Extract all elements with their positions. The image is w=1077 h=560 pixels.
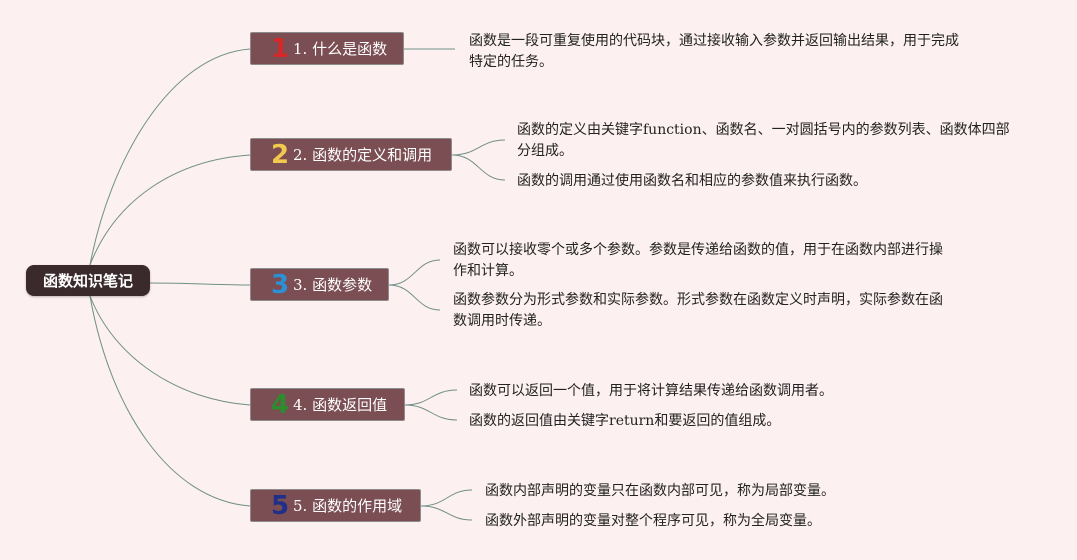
root-to-topic-4-link: [89, 295, 251, 406]
topic-node-2[interactable]: 2 2. 函数的定义和调用: [250, 138, 452, 171]
topic-3-to-note-1-link: [388, 259, 441, 286]
root-to-topic-2-link: [89, 154, 251, 266]
topic-label-5: 5. 函数的作用域: [293, 497, 403, 515]
note-3-1: 函数可以接收零个或多个参数。参数是传递给函数的值，用于在函数内部进行操作和计算。: [453, 242, 943, 279]
note-5-1: 函数内部声明的变量只在函数内部可见，称为局部变量。: [485, 483, 835, 499]
number-badge-2: 2: [270, 139, 290, 170]
topic-4-to-note-1-link: [404, 389, 458, 406]
topic-3-to-note-2-link: [388, 284, 441, 311]
root-to-topic-5-link: [89, 295, 251, 507]
topic-2-to-note-2-link: [451, 154, 506, 181]
topic-5-to-note-1-link: [420, 489, 473, 507]
topic-node-1[interactable]: 1 1. 什么是函数: [250, 32, 404, 65]
note-3-2: 函数参数分为形式参数和实际参数。形式参数在函数定义时声明，实际参数在函数调用时传…: [453, 292, 943, 329]
topic-node-3[interactable]: 3 3. 函数参数: [250, 268, 389, 301]
topic-label-2: 2. 函数的定义和调用: [293, 146, 433, 164]
note-1-1: 函数是一段可重复使用的代码块，通过接收输入参数并返回输出结果，用于完成特定的任务…: [469, 33, 959, 70]
number-badge-4: 4: [270, 389, 290, 420]
note-4-2: 函数的返回值由关键字return和要返回的值组成。: [469, 413, 781, 429]
root-node[interactable]: 函数知识笔记: [26, 265, 150, 296]
topic-label-4: 4. 函数返回值: [293, 396, 388, 414]
topic-5-to-note-2-link: [420, 505, 473, 521]
topic-2-to-note-1-link: [451, 139, 506, 156]
note-2-1: 函数的定义由关键字function、函数名、一对圆括号内的参数列表、函数体四部分…: [517, 122, 1010, 159]
topic-node-4[interactable]: 4 4. 函数返回值: [250, 388, 405, 421]
number-badge-3: 3: [270, 269, 290, 300]
topic-label-3: 3. 函数参数: [293, 276, 373, 294]
note-2-2: 函数的调用通过使用函数名和相应的参数值来执行函数。: [517, 173, 867, 189]
root-label: 函数知识笔记: [42, 272, 133, 290]
root-to-topic-1-link: [89, 48, 251, 266]
topic-node-5[interactable]: 5 5. 函数的作用域: [250, 489, 421, 522]
note-5-2: 函数外部声明的变量对整个程序可见，称为全局变量。: [485, 513, 821, 529]
number-badge-1: 1: [270, 33, 290, 64]
note-4-1: 函数可以返回一个值，用于将计算结果传递给函数调用者。: [469, 383, 833, 399]
topic-label-1: 1. 什么是函数: [293, 40, 388, 58]
number-badge-5: 5: [270, 490, 290, 521]
root-to-topic-3-link: [149, 282, 251, 286]
topic-4-to-note-2-link: [404, 404, 458, 421]
